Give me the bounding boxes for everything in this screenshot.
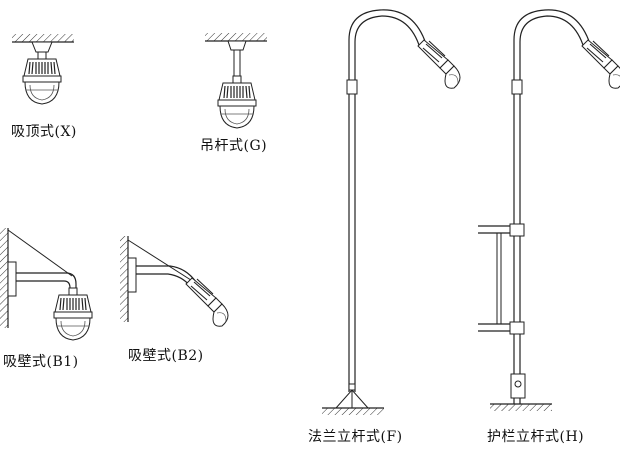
rail-pole-figure <box>478 9 620 411</box>
rail-pole-lamp <box>581 39 620 89</box>
label-wall-b2: 吸壁式(B2) <box>128 348 204 364</box>
label-ceiling: 吸顶式(X) <box>11 124 77 140</box>
pendant-rod <box>233 49 241 79</box>
pendant-lamp <box>217 75 257 129</box>
wall-b1-figure <box>0 228 93 341</box>
pendant-figure <box>205 33 267 129</box>
rail-ground-hatch <box>490 404 552 411</box>
rail-pole-clamp <box>511 79 523 95</box>
wall-b2-figure <box>120 236 229 327</box>
pendant-ceiling-hatch <box>205 33 267 41</box>
wall-b1-lamp <box>53 287 93 341</box>
label-flange-pole: 法兰立杆式(F) <box>308 429 403 445</box>
wall-b2-hatch <box>120 236 128 322</box>
flange-pole-lamp <box>417 39 461 89</box>
ceiling-hatch <box>12 34 74 42</box>
flange-pole-figure <box>322 9 461 415</box>
guard-rail <box>478 223 525 335</box>
ceiling-mount-figure <box>12 34 74 105</box>
ceiling-lamp <box>22 51 62 105</box>
label-wall-b1: 吸壁式(B1) <box>3 354 79 370</box>
label-rail-pole: 护栏立杆式(H) <box>487 429 585 445</box>
flange-ground-hatch <box>322 408 384 415</box>
label-pendant: 吊杆式(G) <box>200 138 268 154</box>
wall-b1-hatch <box>0 228 8 328</box>
flange-pole-clamp <box>346 79 358 95</box>
wall-b2-lamp <box>185 277 229 327</box>
